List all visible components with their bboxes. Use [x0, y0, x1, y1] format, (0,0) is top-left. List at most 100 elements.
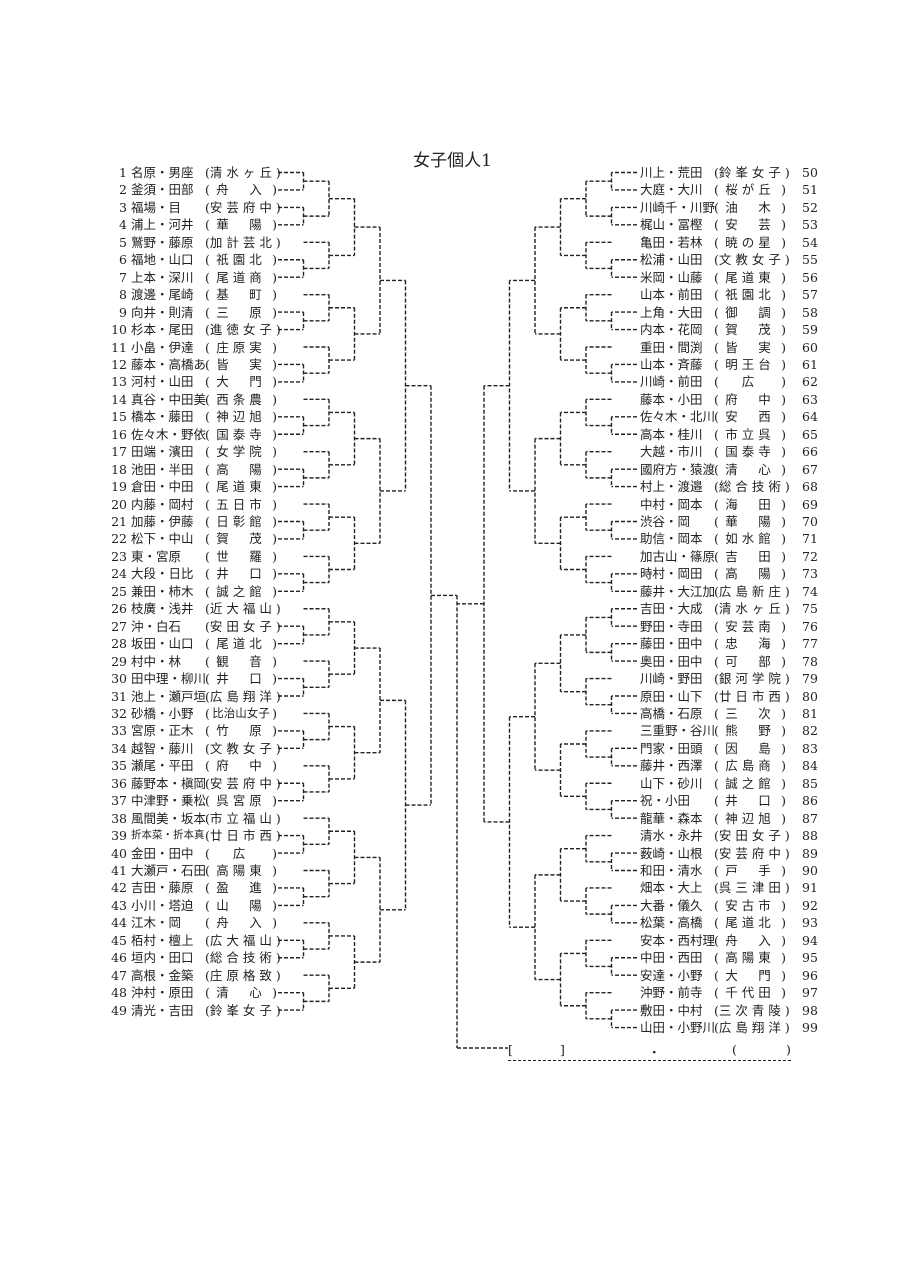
- school-name: 戸 手: [725, 863, 775, 878]
- paren-open: (: [205, 199, 210, 215]
- entry-names: 和田・清水: [640, 863, 703, 878]
- school-name: 呉宮原: [216, 793, 266, 809]
- school-name: 尾道東: [725, 269, 775, 285]
- school-name: 廿日市西: [209, 828, 276, 844]
- paren-close: ): [784, 688, 790, 704]
- entry-school: (油 木): [714, 199, 786, 216]
- paren-close: ): [272, 217, 277, 233]
- entry-number: 88: [802, 828, 818, 844]
- school-name: 広大福山: [209, 932, 276, 948]
- paren-open: (: [714, 252, 719, 268]
- paren-open: (: [714, 514, 719, 529]
- entry-names: 門家・田頭: [640, 740, 703, 756]
- entry-school: (誠之館): [714, 775, 786, 792]
- paren-open: (: [714, 828, 719, 844]
- paren-open: (: [205, 217, 210, 233]
- entry-names: 川上・荒田: [640, 165, 703, 180]
- paren-close: ): [272, 391, 277, 407]
- paren-open: (: [714, 618, 719, 634]
- entry-school: (戸 手): [714, 862, 786, 879]
- school-name: 安 西: [725, 409, 775, 425]
- paren-open: (: [205, 671, 210, 687]
- paren-open: (: [714, 391, 719, 407]
- entry-number: 96: [802, 967, 818, 983]
- school-name: 桜が丘: [725, 182, 775, 198]
- school-name: 舟 入: [216, 182, 266, 198]
- paren-open: (: [714, 601, 719, 617]
- paren-close: ): [272, 496, 277, 512]
- school-name: 安芸南: [725, 618, 775, 634]
- paren-open: (: [205, 461, 210, 477]
- paren-close: ): [272, 531, 277, 547]
- paren-close: ): [272, 444, 277, 460]
- paren-open: (: [714, 426, 719, 442]
- school-name: 加計芸北: [209, 234, 276, 250]
- entry-names: 江木・岡: [131, 915, 182, 931]
- entry-number: 42: [111, 880, 127, 896]
- paren-close: ): [781, 287, 786, 303]
- paren-close: ): [781, 199, 786, 215]
- entry-names: 藤井・西澤: [640, 758, 703, 774]
- paren-open: (: [714, 444, 719, 460]
- entry-names: 杉本・尾田: [131, 322, 194, 338]
- entry-number: 29: [111, 653, 127, 669]
- entry-school: (総合技術): [714, 478, 790, 495]
- entry-school: (三 原): [205, 304, 277, 321]
- paren-close: ): [275, 601, 281, 617]
- entry-names: 藤本・小田: [640, 391, 703, 407]
- paren-close: ): [781, 461, 786, 477]
- entry-number: 17: [111, 444, 127, 460]
- entry-names: 川崎千・川野: [640, 199, 716, 215]
- school-name: 華 陽: [216, 217, 266, 233]
- entry-names: 福場・目: [131, 199, 182, 215]
- entry-names: 三重野・谷川: [640, 723, 716, 739]
- paren-open: (: [205, 1002, 210, 1018]
- school-name: 広島新庄: [718, 583, 785, 599]
- school-name: 廿日市西: [718, 688, 785, 704]
- paren-close: ): [781, 932, 786, 948]
- paren-open: (: [205, 374, 210, 390]
- entry-school: (桜が丘): [714, 181, 786, 198]
- entry-number: 46: [111, 950, 127, 966]
- school-name: 市立呉: [725, 426, 775, 442]
- paren-open: (: [205, 514, 210, 529]
- entry-number: 37: [111, 793, 127, 809]
- entry-names: 藤井・大江加: [640, 583, 716, 599]
- entry-school: (世 羅): [205, 548, 277, 565]
- entry-school: (国泰寺): [714, 443, 786, 460]
- entry-number: 80: [802, 688, 818, 704]
- entry-school: (安田女子): [714, 827, 790, 844]
- entry-school: (安芸府中): [714, 845, 790, 862]
- entry-names: 中村・岡本: [640, 496, 703, 512]
- entry-school: (女学院): [205, 443, 277, 460]
- paren-open: (: [714, 653, 719, 669]
- entry-names: 上本・深川: [131, 269, 194, 285]
- entry-names: 高本・桂川: [640, 426, 703, 442]
- entry-number: 24: [111, 566, 127, 582]
- entry-school: (府 中): [714, 391, 786, 408]
- paren-open: (: [714, 758, 719, 774]
- paren-open: (: [714, 880, 719, 896]
- entry-names: 中津野・乗松: [131, 793, 207, 809]
- paren-open: (: [714, 932, 719, 948]
- school-name: 如水館: [725, 531, 775, 547]
- paren-close: ): [784, 1002, 790, 1018]
- entry-school: (加計芸北): [205, 234, 281, 251]
- paren-close: ): [272, 897, 277, 913]
- school-name: 安古市: [725, 897, 775, 913]
- paren-close: ): [272, 863, 277, 878]
- school-name: 総合技術: [718, 479, 785, 495]
- entry-number: 78: [802, 653, 818, 669]
- paren-close: ): [272, 426, 277, 442]
- paren-open: (: [714, 479, 719, 495]
- entry-school: (尾道北): [714, 914, 786, 931]
- paren-close: ): [275, 234, 281, 250]
- paren-close: ): [781, 426, 786, 442]
- entry-number: 9: [119, 304, 127, 320]
- paren-open: (: [205, 985, 210, 1001]
- paren-open: (: [714, 199, 719, 215]
- entry-number: 35: [111, 758, 127, 774]
- paren-close: ): [784, 479, 790, 495]
- entry-school: (比治山女子): [205, 705, 277, 722]
- page-title: 女子個人1: [413, 151, 492, 171]
